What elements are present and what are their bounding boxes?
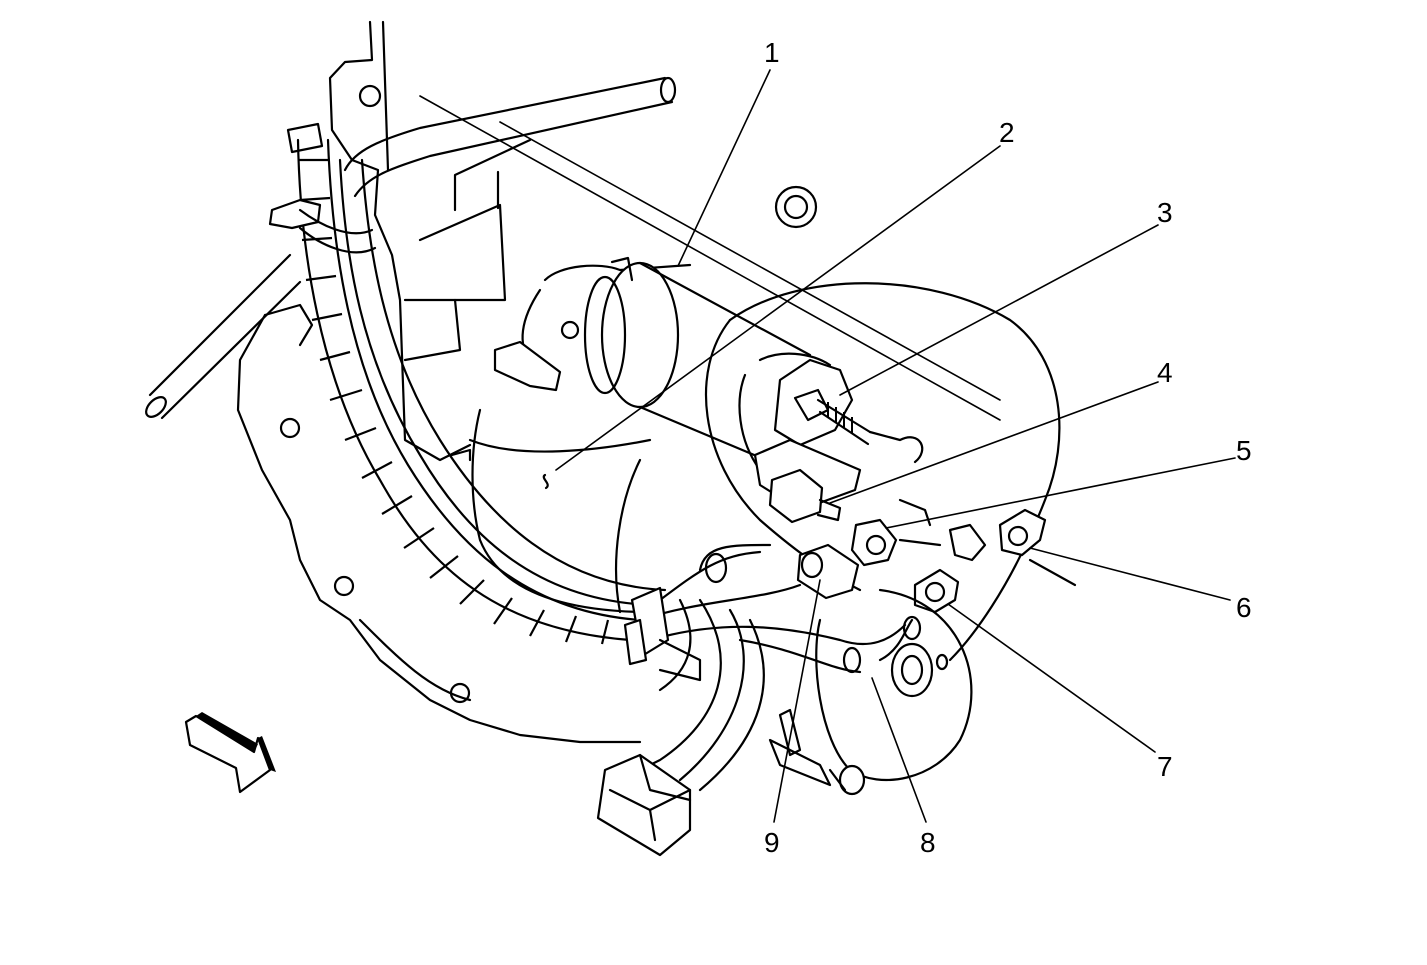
wiring-harness [268,122,667,645]
leader-line-9 [773,579,821,823]
starter-motor [450,256,812,614]
leader-line-7 [947,603,1156,753]
callout-2: 2 [999,117,1015,148]
callout-9: 9 [764,827,780,858]
callout-5: 5 [1236,435,1252,466]
callout-1: 1 [764,37,780,68]
callout-4: 4 [1157,357,1173,388]
leader-line-6 [1029,547,1231,601]
leader-lines [555,69,1236,823]
front-direction-arrow [184,712,276,794]
callout-labels: 1 2 3 4 5 6 7 8 9 [764,37,1252,858]
engine-block [236,20,1001,744]
leader-line-4 [829,381,1159,504]
leader-line-8 [871,677,927,823]
callout-3: 3 [1157,197,1173,228]
leader-line-5 [885,457,1236,529]
callout-6: 6 [1236,592,1252,623]
leader-line-3 [839,224,1159,396]
leader-line-2 [555,145,1001,471]
harness-connector [596,586,765,857]
callout-8: 8 [920,827,936,858]
fuel-line-pipe [145,76,677,420]
leader-line-1 [677,69,771,267]
battery-cables [638,543,973,796]
callout-7: 7 [1157,751,1173,782]
detail-view-circle [704,282,1077,662]
